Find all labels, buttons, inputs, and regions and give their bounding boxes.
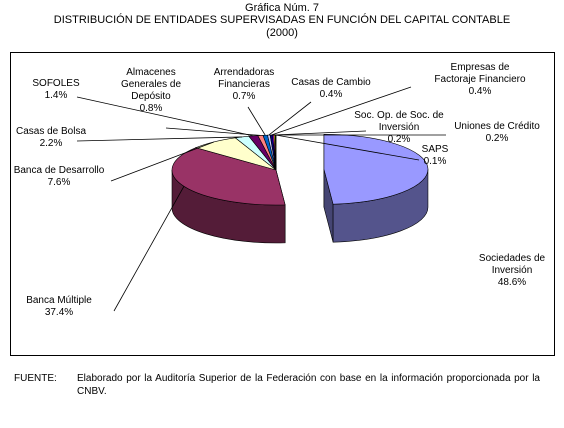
leader-line	[271, 86, 412, 136]
leader-line	[165, 127, 261, 136]
slice-name-label: Inversión	[492, 265, 533, 276]
slice-name-label: Sociedades de	[479, 253, 546, 264]
slice-value-label: 48.6%	[498, 277, 526, 288]
leader-line	[247, 106, 266, 136]
leader-line	[275, 134, 420, 161]
slice-name-label: Banca Múltiple	[26, 295, 92, 306]
slice-name-label: Banca de Desarrollo	[14, 165, 105, 176]
leader-line	[76, 136, 243, 142]
slice-value-label: 0.2%	[388, 134, 411, 145]
slice-name-label: Casas de Cambio	[291, 77, 371, 88]
slice-name-label: Uniones de Crédito	[454, 121, 540, 132]
slice-name-label: SOFOLES	[32, 78, 80, 89]
slice-name-label: Factoraje Financiero	[434, 74, 526, 85]
slice-name-label: Generales de	[121, 79, 181, 90]
slice-value-label: 0.7%	[233, 91, 256, 102]
chart-subtitle: (2000)	[266, 27, 298, 39]
slice-value-label: 0.4%	[320, 89, 343, 100]
slice-value-label: 0.1%	[424, 156, 447, 167]
slice-name-label: SAPS	[422, 144, 449, 155]
slice-value-label: 7.6%	[48, 177, 71, 188]
slice-value-label: 0.2%	[486, 133, 509, 144]
leader-line	[273, 130, 367, 136]
slice-value-label: 2.2%	[40, 138, 63, 149]
slice-name-label: Arrendadoras	[214, 67, 275, 78]
source-text: Elaborado por la Auditoría Superior de l…	[77, 373, 540, 397]
leader-line	[110, 141, 214, 182]
pie-slice	[171, 147, 286, 206]
slice-name-label: Almacenes	[126, 67, 175, 78]
source-label: FUENTE:	[14, 373, 57, 384]
slice-value-label: 0.8%	[140, 103, 163, 114]
leader-line	[268, 101, 312, 136]
chart-caption: Gráfica Núm. 7	[245, 2, 319, 14]
pie-slice	[323, 133, 429, 205]
slice-name-label: Inversión	[379, 122, 420, 133]
slice-value-label: 0.4%	[469, 86, 492, 97]
slice-name-label: Financieras	[218, 79, 270, 90]
slice-value-label: 1.4%	[45, 90, 68, 101]
slice-name-label: Empresas de	[451, 62, 510, 73]
chart-title: DISTRIBUCIÓN DE ENTIDADES SUPERVISADAS E…	[53, 14, 511, 26]
slice-value-label: 37.4%	[45, 307, 73, 318]
leader-line	[113, 186, 185, 312]
slice-name-label: Soc. Op. de Soc. de	[354, 110, 444, 121]
slice-name-label: Depósito	[131, 91, 171, 102]
slice-name-label: Casas de Bolsa	[16, 126, 86, 137]
leader-line	[76, 96, 254, 137]
